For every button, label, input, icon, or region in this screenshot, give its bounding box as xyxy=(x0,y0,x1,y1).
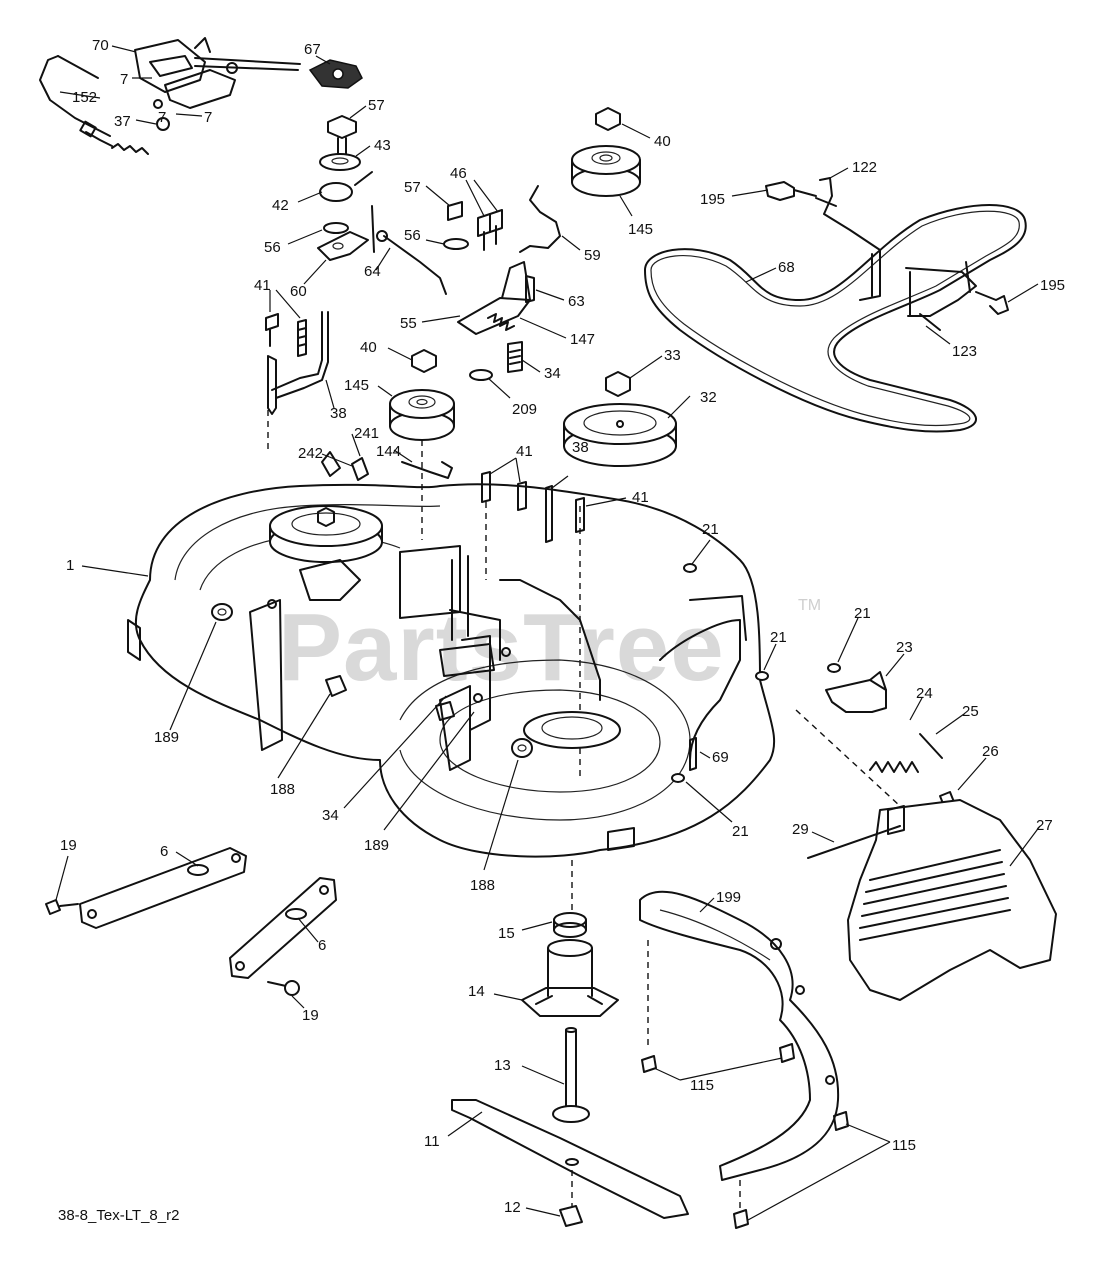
deck-pulley-left xyxy=(269,505,383,601)
callout-label: 67 xyxy=(304,41,321,58)
callout-label: 152 xyxy=(72,89,97,106)
callout-label: 40 xyxy=(360,339,377,356)
callout-label: 41 xyxy=(254,277,271,294)
callout-label: 21 xyxy=(770,629,787,646)
callout-label: 29 xyxy=(792,821,809,838)
callout-label: 43 xyxy=(374,137,391,154)
callout-label: 70 xyxy=(92,37,109,54)
idler-stack xyxy=(317,115,375,261)
callout-label: 122 xyxy=(852,159,877,176)
callout-label: 64 xyxy=(364,263,381,280)
spindle-assembly xyxy=(521,860,619,1123)
callout-label: 115 xyxy=(690,1077,714,1094)
lever-knob xyxy=(308,59,363,89)
watermark-tm: TM xyxy=(798,597,821,614)
callout-label: 21 xyxy=(732,823,749,840)
callout-label: 19 xyxy=(302,1007,319,1024)
callout-label: 69 xyxy=(712,749,729,766)
callout-label: 34 xyxy=(544,365,561,382)
callout-label: 13 xyxy=(494,1057,511,1074)
callout-label: 241 xyxy=(354,425,379,442)
discharge-chute xyxy=(807,799,1057,1001)
diagram-caption: 38-8_Tex-LT_8_r2 xyxy=(58,1207,179,1224)
callout-label: 59 xyxy=(584,247,601,264)
callout-label: 41 xyxy=(632,489,649,506)
callout-label: 1 xyxy=(66,557,74,574)
idler-bracket xyxy=(443,185,561,381)
callout-label: 60 xyxy=(290,283,307,300)
callout-label: 6 xyxy=(318,937,326,954)
callout-label: 57 xyxy=(404,179,421,196)
callout-label: 145 xyxy=(628,221,653,238)
callout-label: 27 xyxy=(1036,817,1053,834)
callout-label: 63 xyxy=(568,293,585,310)
idler-pulley-upper xyxy=(571,107,641,197)
mower-blade xyxy=(451,1099,689,1227)
deck-bushings xyxy=(211,563,769,783)
callout-label: 40 xyxy=(654,133,671,150)
deck-hanger-right xyxy=(229,877,337,996)
callout-label: 21 xyxy=(702,521,719,538)
callout-label: 19 xyxy=(60,837,77,854)
callout-label: 15 xyxy=(498,925,515,942)
callout-label: 38 xyxy=(330,405,347,422)
callout-label: 195 xyxy=(700,191,725,208)
callout-label: 11 xyxy=(424,1133,440,1150)
callout-label: 25 xyxy=(962,703,979,720)
deck-guard xyxy=(639,890,849,1229)
mandrel-pulley xyxy=(563,371,677,780)
belt-guide xyxy=(765,177,1009,331)
callout-label: 147 xyxy=(570,331,595,348)
callout-label: 23 xyxy=(896,639,913,656)
callout-label: 209 xyxy=(512,401,537,418)
deck-bolts-upper xyxy=(321,451,585,580)
callout-label: 21 xyxy=(854,605,871,622)
lift-arm-left xyxy=(265,311,329,450)
watermark-text: PartsTree xyxy=(278,594,725,701)
callout-label: 37 xyxy=(114,113,131,130)
callout-label: 46 xyxy=(450,165,467,182)
callout-label: 34 xyxy=(322,807,339,824)
callout-label: 41 xyxy=(516,443,533,460)
deflector-hardware xyxy=(795,663,955,807)
callout-label: 144 xyxy=(376,443,401,460)
callout-label: 242 xyxy=(298,445,323,462)
callout-label: 199 xyxy=(716,889,741,906)
callout-label: 6 xyxy=(160,843,168,860)
callout-label: 188 xyxy=(270,781,295,798)
callout-label: 189 xyxy=(364,837,389,854)
callout-label: 7 xyxy=(120,71,128,88)
lift-rod-assembly xyxy=(39,55,149,155)
callout-label: 38 xyxy=(572,439,589,456)
callout-label: 7 xyxy=(204,109,212,126)
drive-belt xyxy=(644,204,1027,433)
callout-label: 42 xyxy=(272,197,289,214)
callout-label: 14 xyxy=(468,983,485,1000)
callout-label: 145 xyxy=(344,377,369,394)
callout-label: 7 xyxy=(158,109,166,126)
callout-label: 32 xyxy=(700,389,717,406)
callout-label: 188 xyxy=(470,877,495,894)
callout-label: 68 xyxy=(778,259,795,276)
callout-label: 189 xyxy=(154,729,179,746)
idler-rod-64 xyxy=(376,230,447,295)
deck-hanger-left xyxy=(45,847,247,929)
callout-label: 55 xyxy=(400,315,417,332)
callout-label: 56 xyxy=(264,239,281,256)
callout-label: 33 xyxy=(664,347,681,364)
callout-label: 195 xyxy=(1040,277,1065,294)
callout-label: 115 xyxy=(892,1137,916,1154)
idler-pulley-middle xyxy=(389,349,455,540)
callout-label: 56 xyxy=(404,227,421,244)
callout-label: 26 xyxy=(982,743,999,760)
leader-lines xyxy=(55,45,1041,1221)
callout-label: 123 xyxy=(952,343,977,360)
callout-label: 57 xyxy=(368,97,385,114)
callout-label: 12 xyxy=(504,1199,521,1216)
callout-labels: 70 7 7 67 152 37 7 57 43 42 56 60 57 46 … xyxy=(60,37,1065,1216)
callout-label: 24 xyxy=(916,685,933,702)
